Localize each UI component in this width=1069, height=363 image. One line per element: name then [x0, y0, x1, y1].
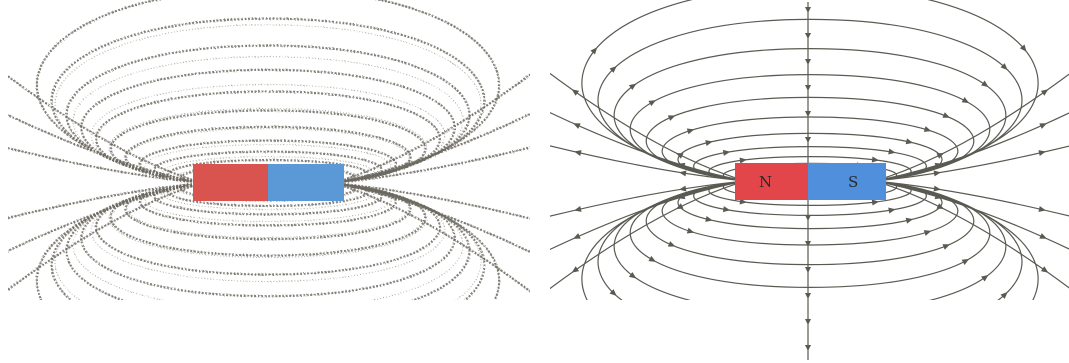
field-arrow [573, 149, 581, 156]
field-arrow [1038, 206, 1046, 213]
field-arrow [705, 216, 713, 223]
upper-field-line [598, 19, 1022, 179]
axis-arrow [805, 319, 811, 325]
axis-arrow [805, 215, 811, 221]
north-pole-label: N [759, 173, 772, 191]
open-field-line [525, 101, 735, 179]
field-arrow [942, 112, 951, 120]
field-arrow [629, 81, 638, 90]
field-arrow [687, 126, 695, 134]
bar-magnet-left [193, 164, 344, 201]
open-field-line [885, 55, 1069, 178]
upper-field-line [614, 49, 1006, 179]
field-arrow [572, 233, 581, 241]
field-arrow [687, 228, 695, 236]
field-arrow [570, 266, 579, 275]
field-arrow [573, 206, 581, 213]
axis-arrow [805, 111, 811, 117]
field-arrow [962, 97, 971, 106]
lower-field-line [598, 183, 1022, 343]
field-arrow [629, 272, 638, 281]
field-arrow [924, 126, 932, 134]
axis-arrow [805, 345, 811, 351]
south-pole-label: S [848, 173, 858, 191]
field-arrow [924, 228, 932, 236]
field-arrow [668, 241, 677, 249]
field-arrow [981, 273, 990, 282]
south-pole [808, 163, 886, 200]
field-arrow [1038, 149, 1046, 156]
open-field-line [0, 57, 192, 180]
panel-field-lines: N S [525, 0, 1069, 363]
field-arrow [1041, 87, 1050, 96]
axis-arrow [805, 267, 811, 273]
open-field-line [0, 186, 192, 309]
lower-field-line [582, 183, 1038, 363]
open-field-line [0, 57, 192, 180]
field-arrow [675, 150, 684, 158]
field-arrow [648, 256, 657, 265]
axis-arrow [805, 137, 811, 143]
field-arrow [675, 203, 684, 211]
panel-iron-filings [0, 0, 554, 363]
lower-field-line [55, 185, 481, 341]
axis-arrow [805, 59, 811, 65]
field-arrow [648, 98, 657, 107]
open-field-line [525, 183, 735, 261]
axis-arrow [805, 33, 811, 39]
north-pole-left [193, 164, 268, 201]
upper-field-line [73, 57, 463, 181]
axis-arrow [805, 85, 811, 91]
axis-arrow [805, 7, 811, 13]
field-arrow [1041, 266, 1050, 275]
open-field-line [0, 186, 192, 309]
field-arrow [936, 150, 945, 158]
field-arrow [936, 203, 945, 211]
lower-field-line [37, 185, 499, 363]
field-arrow [740, 157, 748, 164]
field-arrow [1039, 121, 1048, 129]
field-arrow [872, 157, 880, 164]
upper-field-line [55, 25, 481, 181]
field-arrow [981, 81, 990, 90]
bar-magnet-right: N S [735, 163, 886, 200]
field-arrow [705, 139, 713, 146]
field-arrow [572, 121, 581, 129]
upper-field-line [582, 0, 1038, 179]
axis-arrow [805, 241, 811, 247]
field-arrow [962, 256, 971, 265]
field-arrow [570, 87, 579, 96]
south-pole-left [268, 164, 344, 201]
field-arrow [942, 241, 951, 249]
lower-field-line [73, 185, 463, 309]
field-arrow [1039, 233, 1048, 241]
field-arrow [668, 113, 677, 121]
open-field-line [885, 184, 1069, 307]
axis-arrow [805, 293, 811, 299]
lower-field-line [37, 185, 499, 363]
